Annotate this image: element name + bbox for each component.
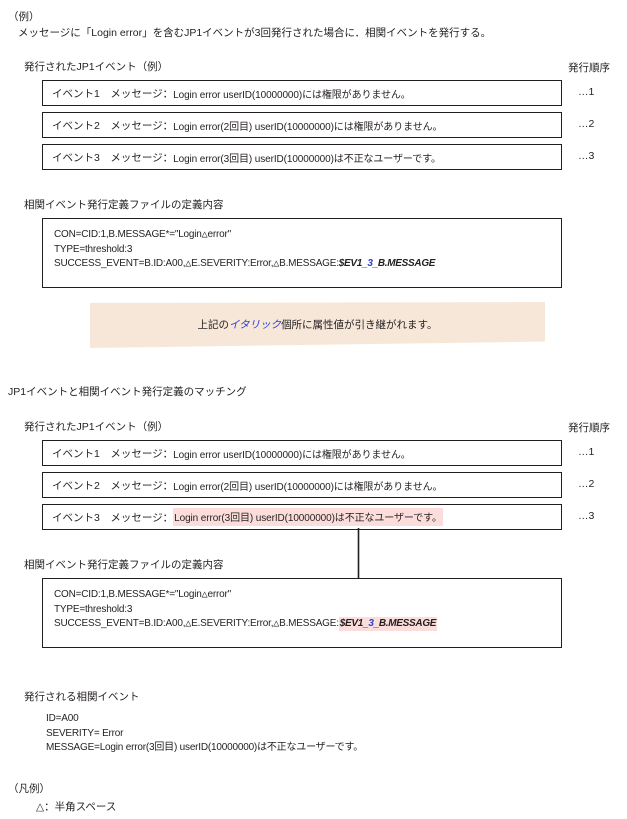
legend-entry: △：半角スペース [36, 801, 117, 813]
event-row-3-message: Login error(3回目) userID(10000000)は不正なユーザ… [173, 153, 441, 165]
match-event-row-1: イベント1 メッセージ：Login error userID(10000000)… [42, 440, 562, 466]
definition1-line-3: SUCCESS_EVENT=B.ID:A00,△E.SEVERITY:Error… [54, 257, 561, 272]
event-row-3-order: …3 [578, 150, 595, 162]
issued-event-body: ID=A00 SEVERITY= Error MESSAGE=Login err… [46, 712, 363, 756]
match-event-row-1-label: イベント1 メッセージ： [52, 447, 174, 460]
event-row-1-order: …1 [578, 86, 595, 98]
definition1-line-3-prefix: SUCCESS_EVENT=B.ID:A00,△E.SEVERITY:Error… [54, 258, 339, 269]
event-row-2-message: Login error(2回目) userID(10000000)には権限があり… [173, 121, 443, 133]
issued-event-line-2: SEVERITY= Error [46, 727, 124, 739]
banner-text-before: 上記の [197, 318, 229, 331]
definition1-box: CON=CID:1,B.MESSAGE*="Login△error" TYPE=… [42, 218, 562, 288]
event-row-1: イベント1 メッセージ：Login error userID(10000000)… [42, 80, 562, 106]
definition1-variable-prefix: $EV1_ [338, 258, 368, 269]
match-event-row-2-label: イベント2 メッセージ： [52, 479, 174, 492]
definition2-variable-prefix: $EV1_ [339, 618, 369, 629]
definition1-heading: 相関イベント発行定義ファイルの定義内容 [24, 199, 224, 211]
match-event-row-2-message: Login error(2回目) userID(10000000)には権限があり… [173, 481, 443, 493]
event-row-2: イベント2 メッセージ：Login error(2回目) userID(1000… [42, 112, 562, 138]
banner-text-italic: イタリック [228, 318, 282, 331]
inheritance-callout-banner: 上記のイタリック個所に属性値が引き継がれます。 [90, 302, 545, 348]
section1-heading: 発行されたJP1イベント（例） [24, 61, 169, 73]
match-event-row-3-message: Login error(3回目) userID(10000000)は不正なユーザ… [173, 508, 443, 526]
definition2-line-2: TYPE=threshold:3 [54, 603, 133, 615]
definition2-variable-number: 3 [368, 618, 374, 629]
section2-order-header: 発行順序 [568, 422, 610, 434]
definition2-variable: $EV1_3_B.MESSAGE [338, 617, 438, 631]
definition2-line-3: SUCCESS_EVENT=B.ID:A00,△E.SEVERITY:Error… [54, 617, 561, 632]
section2-list-heading: 発行されたJP1イベント（例） [24, 421, 169, 433]
issued-event-line-1: ID=A00 [46, 713, 79, 724]
match-event-row-3-label: イベント3 メッセージ： [52, 511, 174, 524]
event-row-2-label: イベント2 メッセージ： [52, 119, 174, 132]
section2-heading: JP1イベントと相関イベント発行定義のマッチング [8, 386, 247, 398]
section1-order-header: 発行順序 [568, 62, 610, 74]
event-row-1-label: イベント1 メッセージ： [52, 87, 174, 100]
match-event-row-2: イベント2 メッセージ：Login error(2回目) userID(1000… [42, 472, 562, 498]
issued-event-heading: 発行される相関イベント [24, 691, 140, 703]
event-row-3: イベント3 メッセージ：Login error(3回目) userID(1000… [42, 144, 562, 170]
match-event-row-1-order: …1 [578, 446, 595, 458]
event-row-3-label: イベント3 メッセージ： [52, 151, 174, 164]
match-event-row-3: イベント3 メッセージ：Login error(3回目) userID(1000… [42, 504, 562, 530]
intro-label: （例） [8, 11, 40, 23]
intro-text: メッセージに「Login error」を含むJP1イベントが3回発行された場合に… [18, 27, 492, 39]
legend-label: （凡例） [8, 783, 50, 795]
definition1-line-2: TYPE=threshold:3 [54, 243, 133, 255]
definition2-box: CON=CID:1,B.MESSAGE*="Login△error" TYPE=… [42, 578, 562, 648]
event-row-1-message: Login error userID(10000000)には権限がありません。 [173, 89, 411, 101]
match-event-row-3-order: …3 [578, 510, 595, 522]
definition1-line-1: CON=CID:1,B.MESSAGE*="Login△error" [54, 229, 231, 240]
definition2-variable-suffix: _B.MESSAGE [373, 618, 437, 629]
definition1-variable-suffix: _B.MESSAGE [372, 258, 436, 269]
definition1-variable-number: 3 [367, 258, 373, 269]
definition2-heading: 相関イベント発行定義ファイルの定義内容 [24, 559, 224, 571]
event-row-2-order: …2 [578, 118, 595, 130]
definition1-variable: $EV1_3_B.MESSAGE [338, 258, 436, 269]
definition2-line-3-prefix: SUCCESS_EVENT=B.ID:A00,△E.SEVERITY:Error… [54, 618, 339, 629]
issued-event-line-3: MESSAGE=Login error(3回目) userID(10000000… [46, 742, 364, 753]
match-event-row-2-order: …2 [578, 478, 595, 490]
definition2-line-1: CON=CID:1,B.MESSAGE*="Login△error" [54, 589, 231, 600]
banner-text: 上記のイタリック個所に属性値が引き継がれます。 [197, 317, 437, 332]
banner-text-after: 個所に属性値が引き継がれます。 [281, 318, 438, 331]
match-event-row-1-message: Login error userID(10000000)には権限がありません。 [173, 449, 411, 461]
